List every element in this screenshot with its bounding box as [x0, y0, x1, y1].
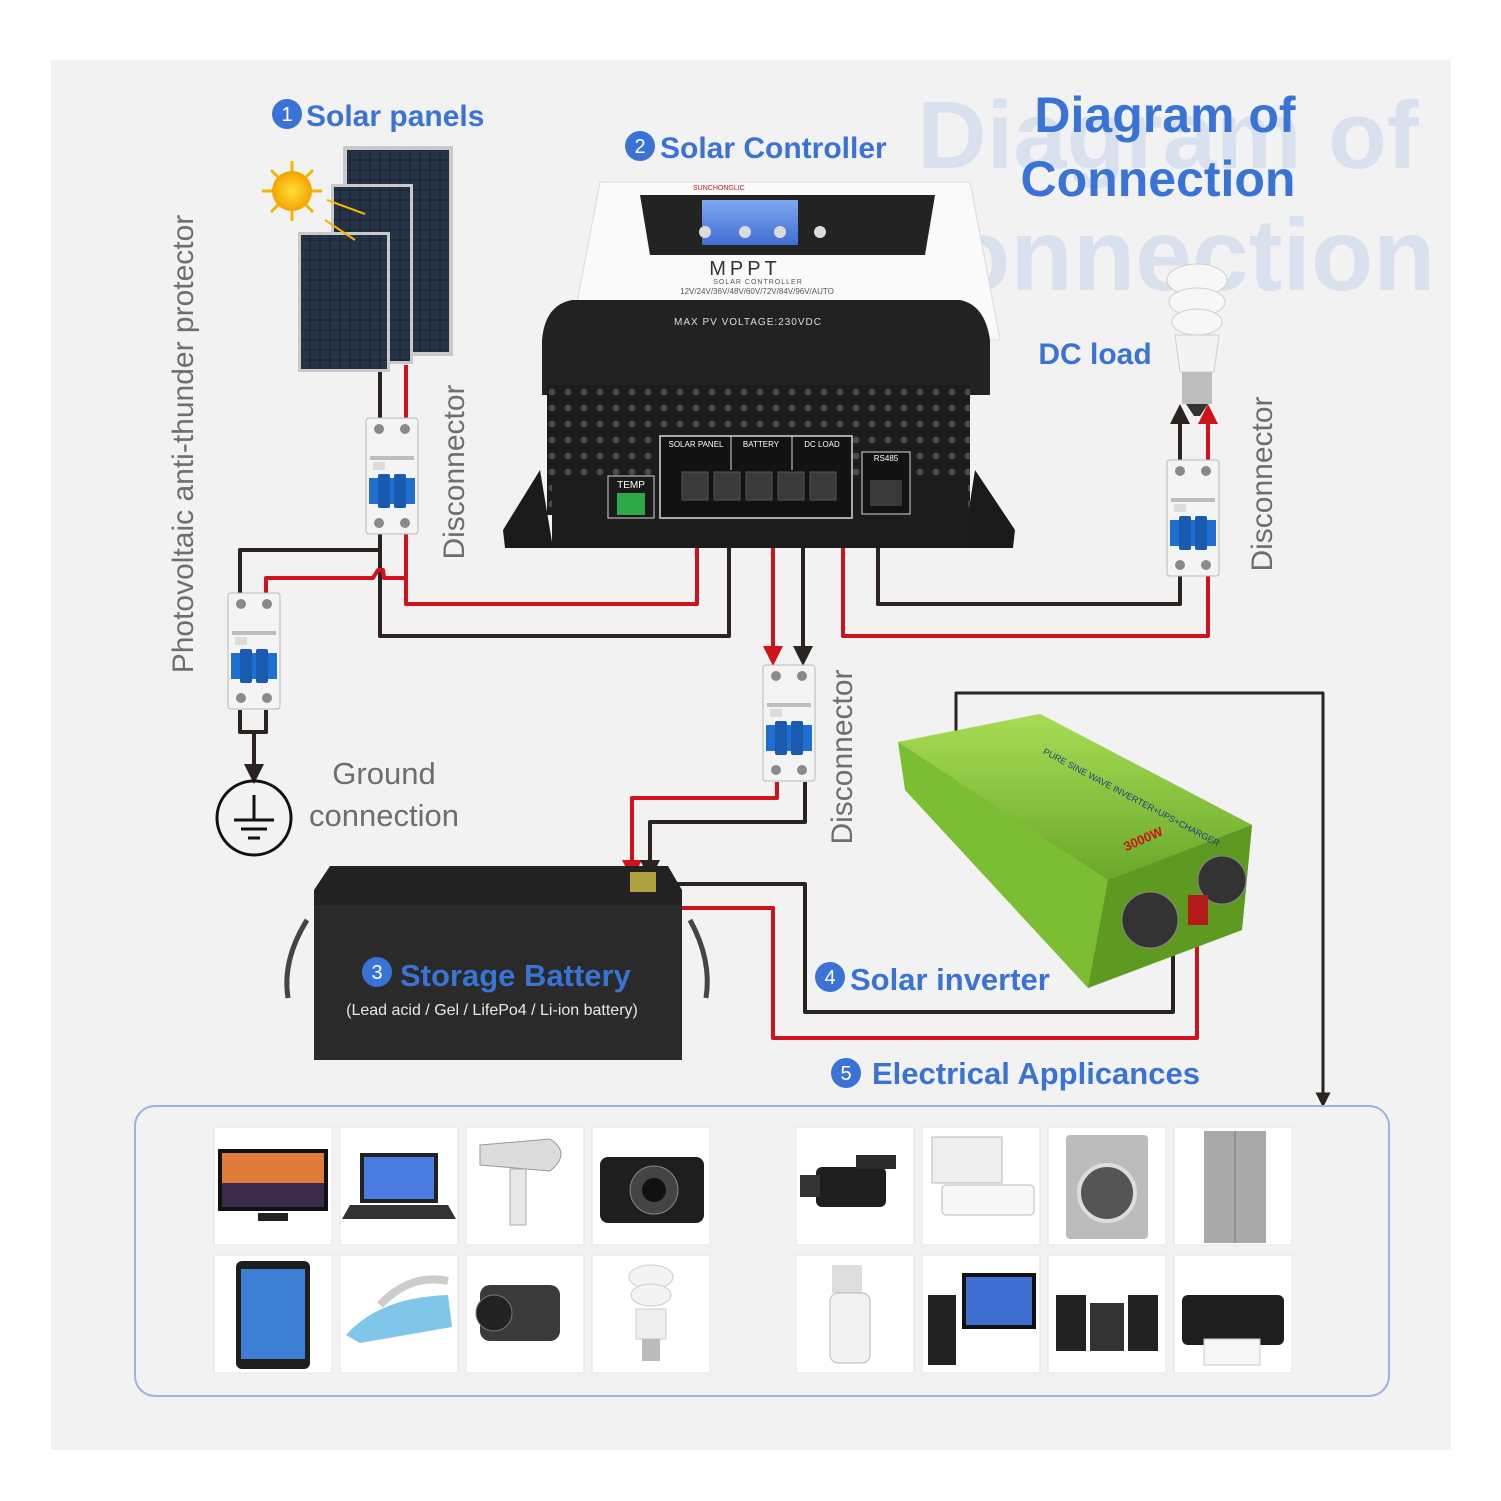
- appliances-frame: [134, 1105, 1390, 1397]
- label-battery-types: (Lead acid / Gel / LifePo4 / Li-ion batt…: [346, 1002, 638, 1019]
- badge-3-number: 3: [371, 962, 382, 984]
- wire-battery-inverter-negative: [652, 882, 1175, 1014]
- diagram-title-line2: Connection: [1021, 151, 1296, 207]
- label-disconnector-battery: Disconnector: [826, 669, 859, 844]
- disconnector-battery[interactable]: [762, 664, 816, 782]
- wire-breaker-to-battery-positive: [622, 782, 779, 880]
- desktop-computer-icon: [921, 1254, 1041, 1374]
- tv-icon: [213, 1126, 333, 1246]
- disconnector-dc-load[interactable]: [1166, 459, 1220, 577]
- surge-protector[interactable]: [227, 592, 281, 710]
- solar-panels: [298, 146, 453, 372]
- camera-icon: [591, 1126, 711, 1246]
- badge-1: [272, 99, 302, 129]
- label-solar-inverter: Solar inverter: [850, 962, 1050, 997]
- controller-voltages: 12V/24V/36V/48V/60V/72V/84V/96V/AUTO: [680, 287, 834, 296]
- label-ground-line2: connection: [309, 798, 459, 833]
- juicer-icon: [795, 1254, 915, 1374]
- badge-3: [362, 957, 392, 987]
- label-electrical-appliances: Electrical Applicances: [872, 1056, 1200, 1091]
- badge-2-number: 2: [634, 136, 645, 158]
- video-camera-icon: [795, 1126, 915, 1246]
- label-storage-battery: Storage Battery: [400, 958, 632, 993]
- ground-icon: [215, 779, 293, 857]
- camcorder-icon: [465, 1254, 585, 1374]
- badge-5-number: 5: [840, 1063, 851, 1085]
- label-solar-controller: Solar Controller: [660, 132, 887, 165]
- controller-brand: SUNCHONGLIC: [693, 185, 745, 192]
- diagram-title-line1: Diagram of: [1034, 87, 1296, 143]
- label-disconnector-solar: Disconnector: [438, 384, 471, 559]
- controller-temp: TEMP: [617, 480, 645, 491]
- printer-icon: [1173, 1254, 1293, 1374]
- tablet-icon: [213, 1254, 333, 1374]
- dc-load-bulb-icon: [1166, 263, 1228, 416]
- label-ground-line1: Ground: [332, 756, 435, 791]
- label-solar-panels: Solar panels: [306, 100, 484, 133]
- terminal-group-dc-load: DC LOAD: [804, 440, 840, 449]
- label-surge-protector: Photovoltaic anti-thunder protector: [167, 215, 200, 674]
- wire-breaker-to-battery-negative: [640, 782, 807, 880]
- label-disconnector-dc-load: Disconnector: [1246, 396, 1279, 571]
- badge-4: [815, 962, 845, 992]
- laptop-icon: [339, 1126, 459, 1246]
- badge-5: [831, 1058, 861, 1088]
- controller-subtitle: SOLAR CONTROLLER: [713, 279, 803, 286]
- label-dc-load: DC load: [1038, 338, 1151, 371]
- stereo-icon: [1047, 1254, 1167, 1374]
- washing-machine-icon: [1047, 1126, 1167, 1246]
- badge-1-number: 1: [281, 104, 292, 126]
- wire-battery-inverter-positive: [636, 906, 1207, 1040]
- wire-pv-negative-to-controller: [378, 488, 739, 638]
- wire-dcload-positive: [841, 498, 1210, 638]
- wire-dcload-negative: [876, 498, 1182, 606]
- wire-pv-positive-to-controller: [404, 488, 707, 606]
- iron-icon: [339, 1254, 459, 1374]
- refrigerator-icon: [1173, 1126, 1293, 1246]
- hair-dryer-icon: [465, 1126, 585, 1246]
- solar-controller: SUNCHONGLIC MPPT SOLAR CONTROLLER 12V/24…: [503, 181, 1015, 548]
- wire-surge-positive: [264, 568, 406, 595]
- controller-lcd: [702, 200, 798, 245]
- svg-text:Diagram of: Diagram of: [917, 82, 1419, 189]
- terminal-group-battery: BATTERY: [743, 440, 780, 449]
- wire-surge-negative: [238, 548, 380, 595]
- badge-4-number: 4: [824, 967, 835, 989]
- terminal-group-solar-panel: SOLAR PANEL: [669, 440, 725, 449]
- cfl-bulb-icon: [591, 1254, 711, 1374]
- wire-inverter-to-appliances: [954, 691, 1331, 1108]
- disconnector-solar[interactable]: [365, 417, 419, 535]
- sun-icon: [262, 161, 322, 221]
- controller-max-pv: MAX PV VOLTAGE:230VDC: [674, 317, 822, 328]
- controller-model: MPPT: [709, 258, 781, 280]
- solar-inverter: PURE SINE WAVE INVERTER+UPS+CHARGER 3000…: [898, 714, 1252, 988]
- controller-rs485: RS485: [874, 454, 899, 463]
- appliance-grid: [213, 1126, 1293, 1374]
- air-conditioner-icon: [921, 1126, 1041, 1246]
- badge-2: [625, 131, 655, 161]
